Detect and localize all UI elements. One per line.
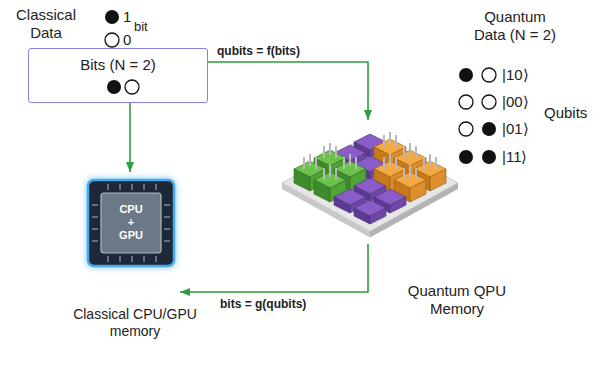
bit-value: 0 — [123, 31, 131, 49]
qpu-illustration — [282, 132, 458, 237]
one-dot — [482, 122, 496, 136]
flow-arrow — [129, 103, 131, 172]
section-title: Quantum Data (N = 2) — [467, 8, 563, 44]
chip-glow — [86, 178, 176, 268]
cpu-caption: Classical CPU/GPU memory — [73, 306, 197, 340]
zero-dot — [482, 95, 496, 109]
ket-state: |11⟩ — [502, 148, 527, 166]
qpu-memory: Quantum QPU Memory — [290, 120, 450, 244]
chip-pins — [92, 184, 170, 262]
edge-label: qubits = f(bits) — [215, 44, 302, 59]
zero-dot — [482, 68, 496, 82]
zero-dot — [105, 33, 119, 47]
bit-key-dots — [105, 10, 119, 47]
flow-arrow — [180, 244, 368, 292]
box-title: Bits (N = 2) — [80, 56, 155, 73]
zero-dot — [459, 95, 473, 109]
zero-dot — [459, 122, 473, 136]
zero-dot — [125, 80, 139, 94]
chip-die — [101, 193, 161, 253]
qubit-dots — [459, 68, 496, 164]
ket-state: |01⟩ — [502, 120, 529, 138]
one-dot — [459, 150, 473, 164]
ket-state: |10⟩ — [502, 66, 529, 84]
flow-arrow — [208, 62, 368, 120]
qubit-block — [354, 200, 386, 224]
bit-value: 1 — [123, 8, 131, 26]
unit-label: bit — [134, 18, 148, 36]
chip-illustration — [86, 178, 176, 268]
edge-label: bits = g(qubits) — [218, 297, 308, 312]
section-title: Classical Data — [7, 6, 85, 42]
cpu-gpu-memory: CPU + GPUClassical CPU/GPU memory — [82, 172, 180, 300]
one-dot — [482, 150, 496, 164]
bits-dots — [107, 80, 139, 94]
one-dot — [459, 68, 473, 82]
qpu-base — [282, 135, 458, 232]
process-box: Bits (N = 2) — [28, 48, 208, 103]
one-dot — [105, 10, 119, 24]
one-dot — [107, 80, 121, 94]
ket-state: |00⟩ — [502, 93, 529, 111]
group-label: Qubits — [544, 104, 587, 122]
chip-text: CPU + GPU — [117, 203, 145, 242]
chip-package — [88, 180, 174, 266]
qpu-caption: Quantum QPU Memory — [398, 282, 516, 318]
